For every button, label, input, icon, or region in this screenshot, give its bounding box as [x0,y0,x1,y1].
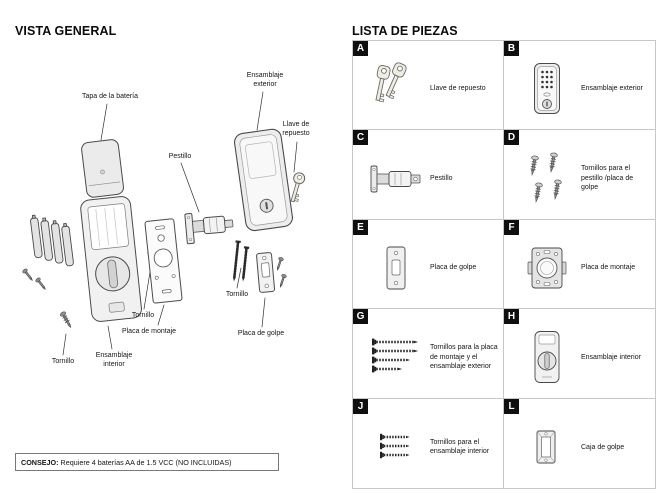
part-cell-e: E Placa de golpe [353,219,504,310]
part-letter-badge: E [353,219,368,235]
part-label: Tornillos para el ensamblaje interior [430,438,490,456]
spare-key-part [290,172,306,203]
label-interior-assembly: Ensamblaje interior [95,352,133,369]
leader-lines [62,91,298,356]
label-mounting-plate: Placa de montaje [121,328,177,335]
part-cell-j: J [353,398,504,488]
label-screw-right: Tornillo [225,291,249,298]
small-screws-part [22,268,46,290]
exterior-assembly-part [234,128,293,232]
part-label: Ensamblaje interior [581,353,641,361]
exterior-screws-part [233,240,250,282]
part-letter-badge: B [504,41,519,56]
part-label: Tornillos para el pestillo /placa de gol… [581,165,634,192]
long-screws-icon [367,336,425,378]
exterior-assembly-icon [518,62,576,116]
part-label: Placa de golpe [430,264,477,272]
part-label: Placa de montaje [581,264,636,272]
interior-assembly-part [80,196,142,322]
parts-list-grid: A Llave de repuesto B [352,40,656,489]
label-deadbolt: Pestillo [168,153,192,160]
deadbolt-icon [367,163,425,195]
latch-strike-screws-icon [518,150,576,208]
part-label: Tornillos para la placa de montaje y el … [430,344,498,371]
strike-screws-part [277,257,287,288]
label-battery-cover: Tapa de la batería [81,93,139,100]
spare-keys-icon [367,60,425,118]
tip-label: CONSEJO: [21,458,59,467]
part-cell-g: G [353,309,504,399]
part-label: Caja de golpe [581,443,625,451]
part-cell-l: L Caja de golpe [504,398,655,488]
strike-plate-icon [367,245,425,291]
part-cell-h: H Ensamblaje interior [504,309,655,399]
label-strike-plate: Placa de golpe [237,330,285,337]
part-cell-d: D [504,130,655,220]
label-exterior-assembly: Ensamblaje exterior [246,72,284,89]
batteries-part [30,214,74,267]
part-cell-b: B Ensamblaje exterior [504,41,655,131]
part-letter-badge: G [353,309,368,325]
tip-text: Requiere 4 baterías AA de 1.5 VCC (NO IN… [58,458,232,467]
part-cell-a: A Llave de repuesto [353,41,504,131]
part-letter-badge: J [353,398,368,414]
part-label: Ensamblaje exterior [581,85,643,93]
vista-general-title: VISTA GENERAL [15,24,117,39]
battery-cover-part [81,139,124,198]
exploded-diagram-art [22,91,306,356]
part-letter-badge: F [504,219,519,235]
interior-screw-part [59,311,72,328]
tip-box: CONSEJO: Requiere 4 baterías AA de 1.5 V… [15,453,279,471]
part-cell-c: C Pestillo [353,130,504,220]
mounting-plate-icon [518,245,576,291]
label-screw-middle: Tornillo [131,312,155,319]
part-cell-f: F Placa de montaje [504,219,655,310]
deadbolt-part [184,212,234,245]
part-letter-badge: H [504,309,519,325]
label-spare-key: Llave de repuesto [282,121,310,138]
part-label: Pestillo [430,174,453,182]
interior-assembly-icon [518,330,576,384]
strike-box-icon [518,428,576,466]
lista-de-piezas-title: LISTA DE PIEZAS [352,24,458,39]
interior-screws-icon [367,430,425,464]
label-screw-left: Tornillo [51,358,75,365]
part-label: Llave de repuesto [430,85,486,93]
part-letter-badge: A [353,41,368,56]
part-letter-badge: L [504,398,519,414]
mounting-plate-part [144,218,183,304]
part-letter-badge: C [353,130,368,146]
strike-plate-part [256,252,276,293]
part-letter-badge: D [504,130,519,146]
